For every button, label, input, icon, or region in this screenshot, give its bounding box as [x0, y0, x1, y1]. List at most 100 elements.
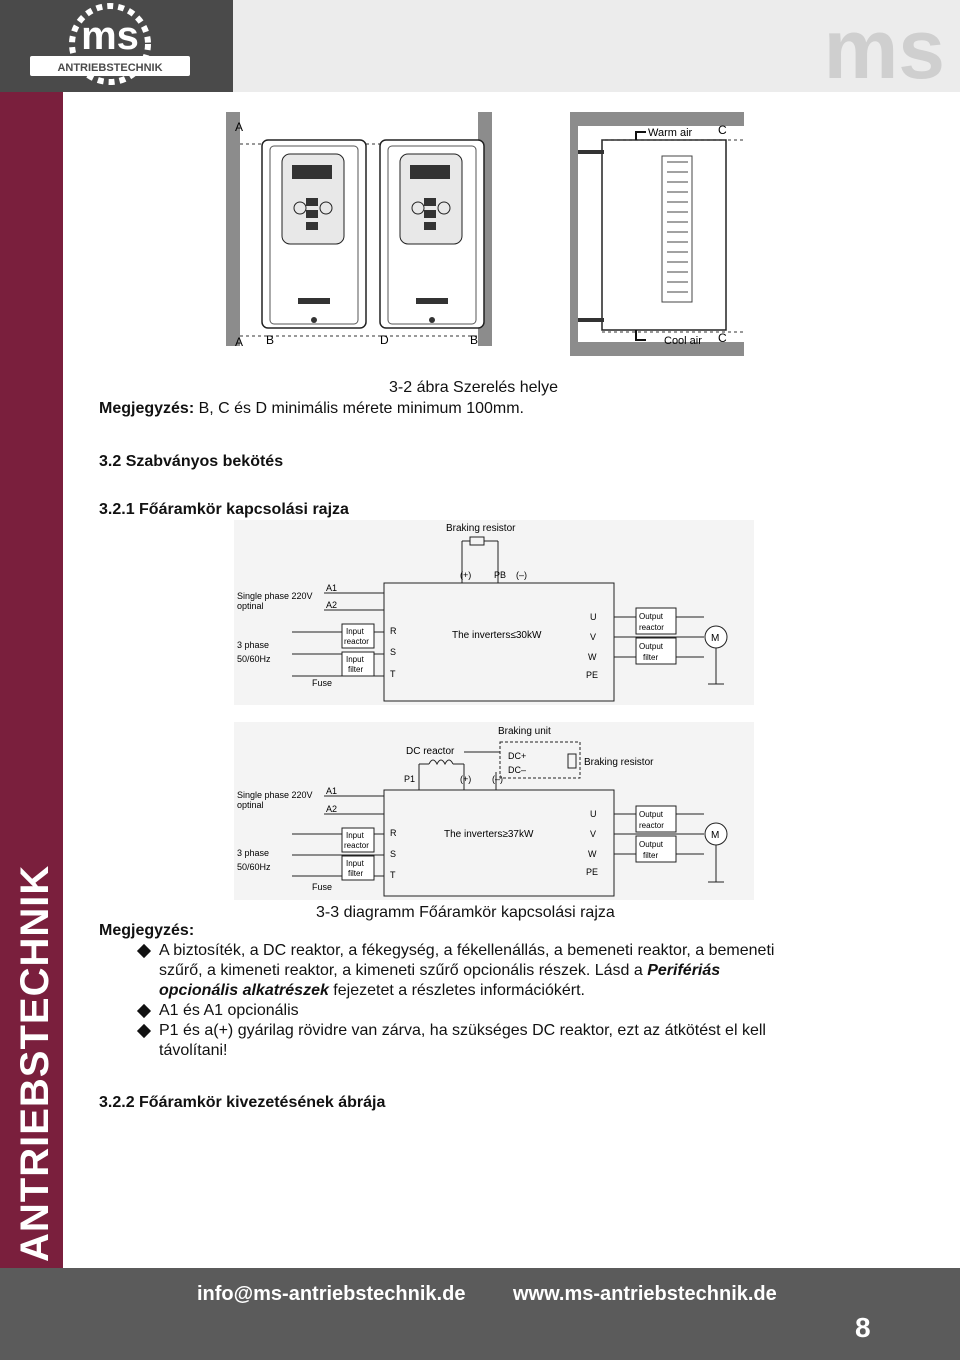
footer-email-link[interactable]: info@ms-antriebstechnik.de [197, 1283, 466, 1305]
sidebar-brand-text: MSANTRIEBSTECHNIK [13, 865, 58, 1336]
input-filter-label-1: Input [346, 655, 365, 664]
terminal-u: U [590, 612, 597, 622]
single-phase-label: Single phase 220V [237, 591, 313, 601]
terminal-pe: PE [586, 670, 598, 680]
note-1: Megjegyzés: B, C és D minimális mérete m… [99, 399, 524, 419]
note-bullet-1-text-2: szűrő, a kimeneti reaktor, a kimeneti sz… [159, 962, 648, 979]
a2-label: A2 [326, 600, 337, 610]
drive-unit-left [261, 139, 367, 329]
sidebar-band [0, 92, 63, 1360]
bottom-frequency-label: 50/60Hz [237, 862, 271, 872]
bottom-braking-resistor-label: Braking resistor [584, 757, 654, 768]
input-reactor-label-1: Input [346, 627, 365, 636]
notes-section: Megjegyzés: A biztosíték, a DC reaktor, … [99, 921, 879, 1061]
bottom-single-phase-label: Single phase 220V [237, 790, 313, 800]
output-reactor-label-1: Output [639, 612, 664, 621]
logo-subtext: ANTRIEBSTECHNIK [57, 62, 162, 74]
note-bullet-1-line-2: szűrő, a kimeneti reaktor, a kimeneti sz… [159, 961, 879, 981]
note-1-text: B, C és D minimális mérete minimum 100mm… [198, 400, 524, 417]
mounting-figure: A A B D B Warm air Cool air C C [226, 112, 744, 356]
bottom-terminal-v: V [590, 829, 596, 839]
bottom-output-reactor-label-1: Output [639, 810, 664, 819]
pb-label: PB [494, 570, 506, 580]
label-a-top: A [235, 120, 243, 134]
note-bullet-1-line-3: opcionális alkatrészek fejezetet a részl… [159, 981, 879, 1001]
bottom-terminal-w: W [588, 849, 597, 859]
minus-label: (–) [516, 570, 527, 580]
note-bullet-1-text-3: fejezetet a részletes információkért. [328, 982, 585, 999]
wiring-diagram-large: Braking unit DC+ DC– Braking resistor DC… [234, 722, 754, 900]
label-d: D [380, 333, 389, 347]
note-1-label: Megjegyzés: [99, 400, 195, 417]
note-bullet-2: A1 és A1 opcionális [99, 1001, 879, 1021]
logo-graphic: ms ANTRIEBSTECHNIK [30, 3, 190, 85]
output-reactor-label-2: reactor [639, 623, 664, 632]
note-bullet-1-emphasis-1: Perifériás [647, 962, 721, 979]
label-b-left: B [266, 333, 274, 347]
bottom-single-phase-optional-label: optinal [237, 800, 264, 810]
bottom-input-filter-label-1: Input [346, 859, 365, 868]
section-heading-3-2-1: 3.2.1 Főáramkör kapcsolási rajza [99, 501, 349, 518]
braking-unit-label: Braking unit [498, 726, 551, 737]
dc-reactor-label: DC reactor [406, 746, 455, 757]
three-phase-label: 3 phase [237, 640, 269, 650]
note-bullet-1-emphasis-2: opcionális alkatrészek [159, 982, 329, 999]
figure-caption-3-2: 3-2 ábra Szerelés helye [389, 379, 558, 396]
bottom-terminal-pe: PE [586, 867, 598, 877]
bottom-terminal-u: U [590, 809, 597, 819]
footer-bar [0, 1268, 960, 1360]
logo-text: ms [81, 14, 139, 58]
label-c-top: C [718, 123, 727, 137]
bottom-output-filter-label-1: Output [639, 840, 664, 849]
warm-air-label: Warm air [648, 127, 693, 139]
output-filter-label-2: filter [643, 653, 658, 662]
header-band: ms [233, 0, 960, 96]
section-heading-3-2-2: 3.2.2 Főáramkör kivezetésének ábrája [99, 1094, 386, 1111]
bottom-a2-label: A2 [326, 804, 337, 814]
notes-label: Megjegyzés: [99, 922, 195, 939]
plus-label: (+) [460, 570, 471, 580]
bottom-plus-label: (+) [460, 774, 471, 784]
wiring-diagram-small: Braking resistor (+) PB (–) The inverter… [234, 520, 754, 705]
label-b-right: B [470, 333, 478, 347]
bottom-input-reactor-label-1: Input [346, 831, 365, 840]
fuse-label: Fuse [312, 678, 332, 688]
bottom-minus-label: (–) [492, 774, 503, 784]
footer-website-link[interactable]: www.ms-antriebstechnik.de [513, 1283, 777, 1305]
bottom-motor-label: M [711, 830, 719, 841]
brand-logo: ms ANTRIEBSTECHNIK [0, 0, 233, 92]
diamond-bullet-icon [136, 1023, 152, 1039]
note-bullet-3-line-2: távolítani! [159, 1042, 228, 1059]
page-number: 8 [855, 1312, 871, 1343]
braking-resistor-label: Braking resistor [446, 523, 516, 534]
note-bullet-2-text: A1 és A1 opcionális [159, 1002, 299, 1019]
terminal-v: V [590, 632, 596, 642]
input-filter-label-2: filter [348, 665, 363, 674]
bottom-terminal-r: R [390, 828, 397, 838]
bottom-input-filter-label-2: filter [348, 869, 363, 878]
note-bullet-1-line-1: A biztosíték, a DC reaktor, a fékegység,… [159, 942, 775, 959]
diamond-bullet-icon [136, 1003, 152, 1019]
bottom-inverter-label: The inverters≥37kW [444, 829, 534, 840]
motor-label: M [711, 633, 719, 644]
note-bullet-1: A biztosíték, a DC reaktor, a fékegység,… [99, 941, 879, 1001]
bottom-input-reactor-label-2: reactor [344, 841, 369, 850]
terminal-w: W [588, 652, 597, 662]
terminal-t: T [390, 669, 396, 679]
bottom-terminal-s: S [390, 849, 396, 859]
header-watermark: ms [824, 2, 945, 92]
bottom-output-filter-label-2: filter [643, 851, 658, 860]
dc-minus-label: DC– [508, 765, 526, 775]
sidebar-antriebstechnik: ANTRIEBSTECHNIK [13, 864, 57, 1262]
figure-caption-3-3: 3-3 diagramm Főáramkör kapcsolási rajza [316, 904, 615, 921]
bottom-a1-label: A1 [326, 786, 337, 796]
a1-label: A1 [326, 583, 337, 593]
input-reactor-label-2: reactor [344, 637, 369, 646]
bottom-three-phase-label: 3 phase [237, 848, 269, 858]
frequency-label: 50/60Hz [237, 654, 271, 664]
terminal-s: S [390, 647, 396, 657]
bottom-fuse-label: Fuse [312, 882, 332, 892]
section-heading-3-2: 3.2 Szabványos bekötés [99, 453, 284, 470]
dc-plus-label: DC+ [508, 751, 526, 761]
inverter-label: The inverters≤30kW [452, 630, 542, 641]
